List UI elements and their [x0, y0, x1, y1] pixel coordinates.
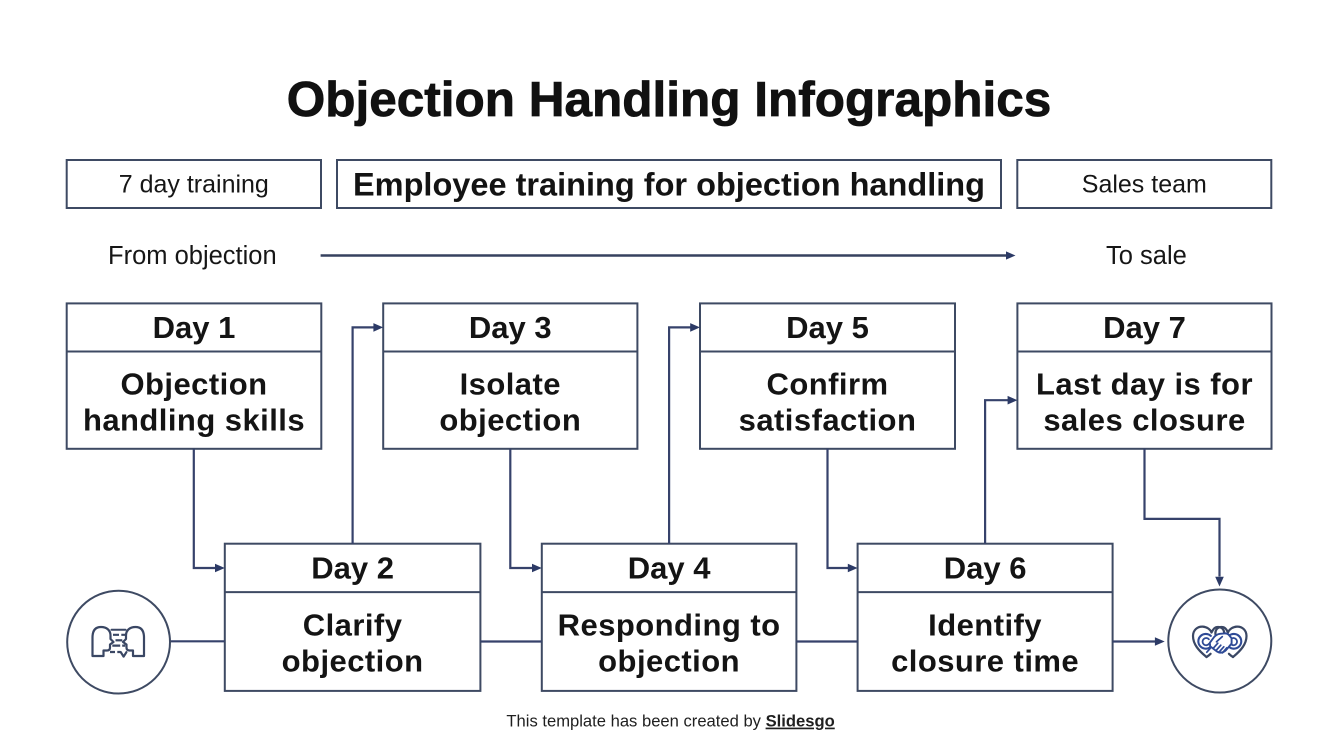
- svg-text:Last day is for: Last day is for: [1036, 366, 1253, 401]
- svg-text:Isolate: Isolate: [460, 366, 561, 401]
- svg-text:Day 5: Day 5: [786, 310, 869, 345]
- svg-text:objection: objection: [439, 402, 581, 437]
- svg-text:Sales team: Sales team: [1082, 171, 1207, 199]
- svg-text:objection: objection: [282, 644, 424, 679]
- svg-text:Day 1: Day 1: [153, 310, 236, 345]
- svg-text:Day 7: Day 7: [1103, 310, 1186, 345]
- svg-text:Clarify: Clarify: [303, 608, 403, 643]
- svg-text:Objection: Objection: [120, 366, 267, 401]
- svg-text:7 day training: 7 day training: [119, 171, 269, 199]
- svg-text:Day 4: Day 4: [628, 551, 711, 586]
- svg-text:From objection: From objection: [108, 242, 277, 270]
- svg-text:Day 2: Day 2: [311, 551, 394, 586]
- svg-text:sales closure: sales closure: [1043, 402, 1245, 437]
- svg-text:This template has been created: This template has been created by Slides…: [506, 712, 834, 731]
- svg-text:Day 6: Day 6: [944, 551, 1027, 586]
- svg-text:Objection Handling Infographic: Objection Handling Infographics: [287, 72, 1052, 127]
- svg-text:closure time: closure time: [891, 644, 1079, 679]
- svg-text:Employee training for objectio: Employee training for objection handling: [353, 166, 985, 202]
- svg-text:satisfaction: satisfaction: [739, 402, 917, 437]
- svg-text:handling skills: handling skills: [83, 402, 305, 437]
- svg-text:Responding to: Responding to: [558, 608, 781, 643]
- svg-text:objection: objection: [598, 644, 740, 679]
- svg-text:Day 3: Day 3: [469, 310, 552, 345]
- svg-text:To sale: To sale: [1106, 242, 1187, 270]
- svg-text:Identify: Identify: [928, 608, 1042, 643]
- svg-text:Confirm: Confirm: [767, 366, 889, 401]
